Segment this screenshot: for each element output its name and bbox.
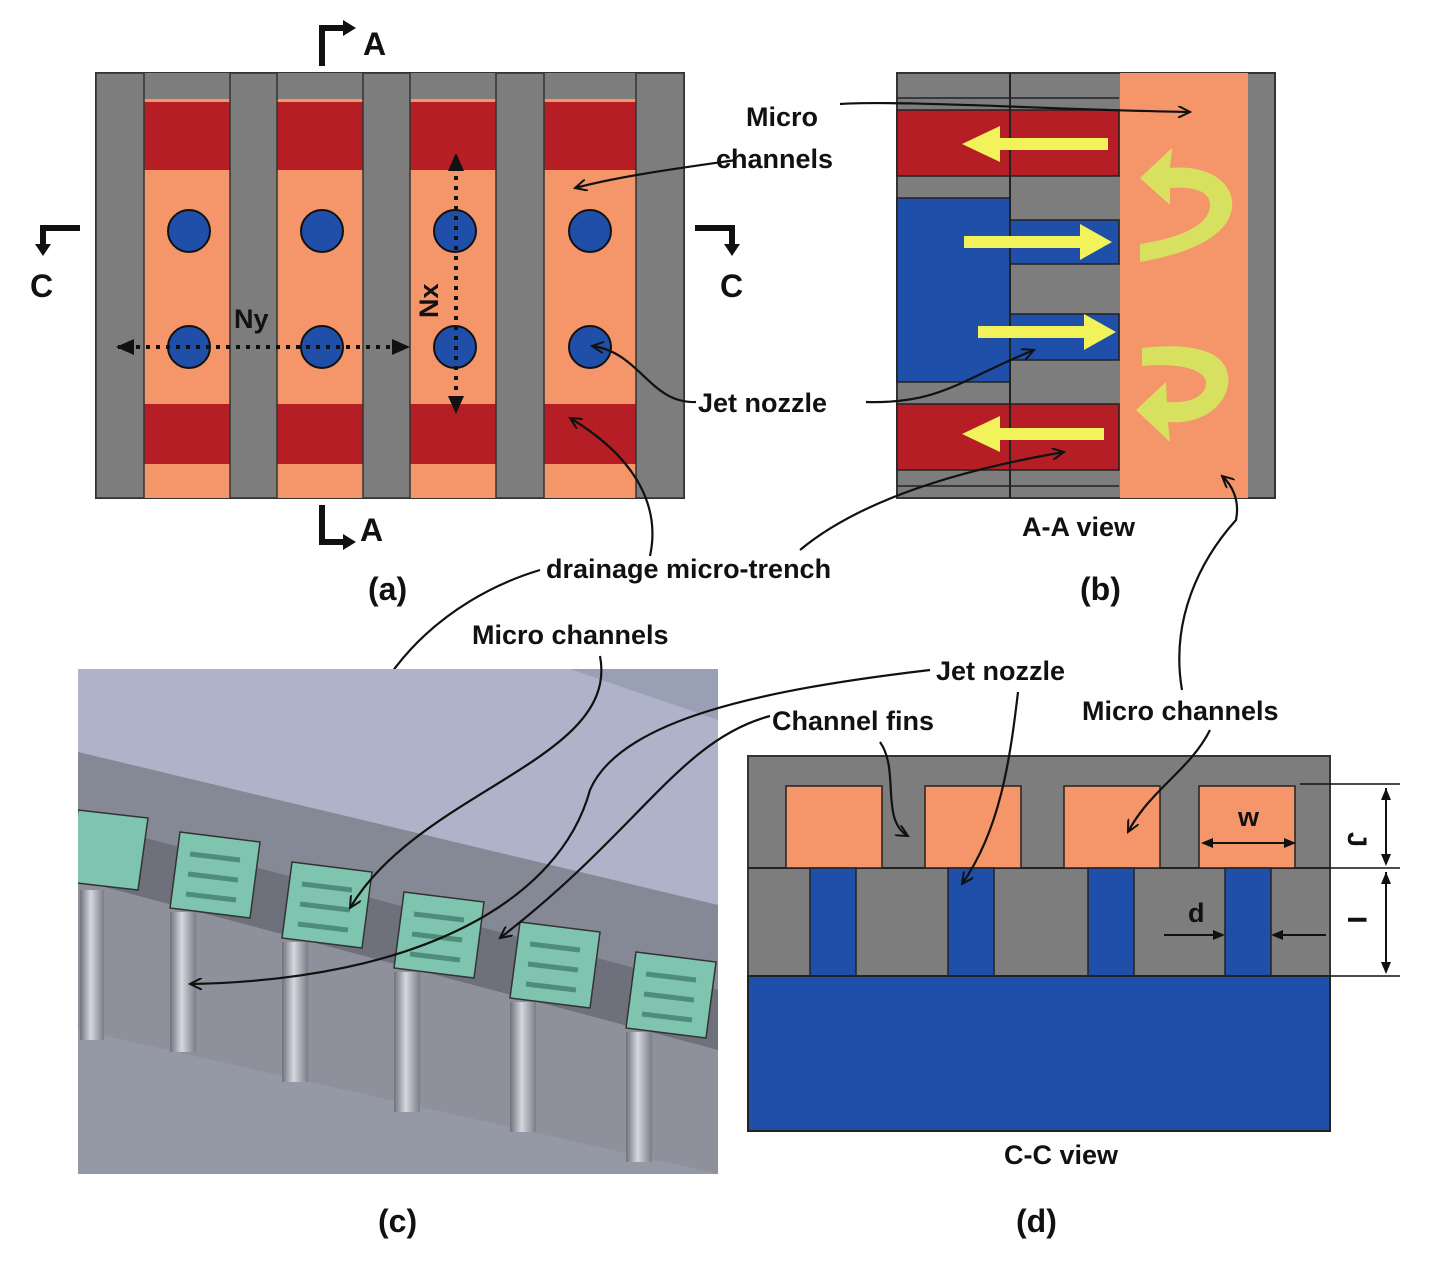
panel-a-drainage-trenches [144, 102, 636, 464]
section-a-top-mark [319, 25, 345, 66]
panel-b-aa-view: A-A view (b) [896, 72, 1276, 607]
section-c-left-label: C [30, 268, 53, 304]
section-a-top-label: A [363, 26, 386, 62]
caption-c: (c) [378, 1203, 417, 1239]
nx-label: Nx [414, 283, 444, 318]
flow-arrow-jet-upper [964, 224, 1112, 260]
nozzle [300, 209, 344, 253]
channel-fins-label: Channel fins [772, 706, 934, 736]
ny-dimension: Ny [116, 304, 410, 355]
jet-nozzle-label: Jet nozzle [698, 388, 827, 418]
flow-return-upper [1140, 148, 1233, 262]
section-marks: A A C C [30, 20, 743, 550]
drainage-micro-trench-label: drainage micro-trench [546, 554, 831, 584]
micro-channels-label-line2: channels [716, 144, 833, 174]
panel-a-top-view: Ny Nx A A C C (a) [30, 20, 743, 607]
aa-view-label: A-A view [1022, 512, 1136, 542]
panel-c-annotations: Micro channels (c) [190, 620, 931, 1239]
caption-b: (b) [1080, 571, 1121, 607]
micro-channels-label-d: Micro channels [1082, 696, 1279, 726]
section-c-right-label: C [720, 268, 743, 304]
cc-view-label: C-C view [1004, 1140, 1119, 1170]
nozzle [167, 209, 211, 253]
panel-d-cc-view: w d J I Jet nozzle Channel fins Micro ch… [747, 656, 1400, 1239]
render-channel-blocks [78, 809, 717, 1039]
flow-arrows [962, 126, 1233, 452]
panel-c-3d-render [78, 669, 718, 1174]
jet-nozzle-label-d: Jet nozzle [936, 656, 1065, 686]
nozzle [568, 209, 612, 253]
caption-a: (a) [368, 571, 407, 607]
section-c-left-mark [40, 225, 80, 246]
panel-d-dimensions: w d J I [1164, 783, 1400, 977]
nozzle [568, 325, 612, 369]
dim-nozzle-height-label: I [1342, 916, 1372, 924]
flow-arrow-outlet-top [962, 126, 1108, 162]
top-annotations: Micro channels Jet nozzle drainage micro… [192, 101, 1239, 896]
section-a-bottom-label: A [360, 512, 383, 548]
caption-d: (d) [1016, 1203, 1057, 1239]
nozzle [300, 325, 344, 369]
nx-dimension: Nx [414, 153, 464, 414]
panel-b-micro-channel [1120, 73, 1248, 498]
dim-channel-height-label: J [1342, 832, 1372, 847]
ny-label: Ny [234, 304, 269, 334]
panel-a-fins [95, 72, 685, 499]
dim-d-label: d [1188, 898, 1205, 928]
panel-d-micro-channels [785, 785, 1296, 869]
panel-b-plenum [896, 197, 1011, 383]
micro-channels-label-line1: Micro [746, 102, 818, 132]
flow-return-lower [1136, 346, 1229, 442]
dim-w-label: w [1237, 802, 1260, 832]
flow-arrow-outlet-bottom [962, 416, 1104, 452]
section-a-bottom-mark [319, 505, 345, 545]
render-nozzle-pillars [80, 890, 652, 1162]
micro-channels-label-c: Micro channels [472, 620, 669, 650]
panel-d-plenum [747, 975, 1331, 1132]
section-c-right-mark [695, 225, 735, 246]
flow-arrow-jet-lower [978, 314, 1116, 350]
